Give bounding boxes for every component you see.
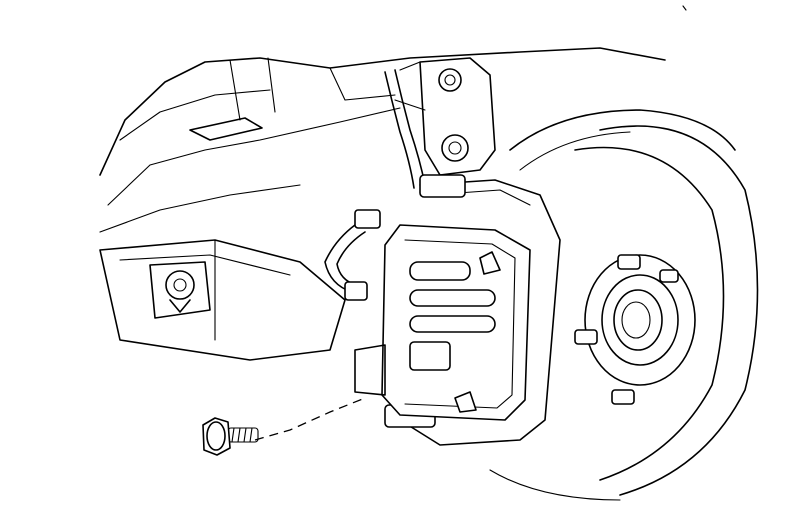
brake-hose [324,69,426,301]
suspension-arm [99,239,346,361]
steering-knuckle [394,57,496,176]
bracket-bolt [202,397,366,456]
brake-caliper [354,224,531,421]
underbody-structure [99,47,666,233]
brake-rotor [489,109,759,501]
wheel-studs [574,254,679,405]
wheel-hub [584,254,696,386]
corner-mark [682,5,687,11]
